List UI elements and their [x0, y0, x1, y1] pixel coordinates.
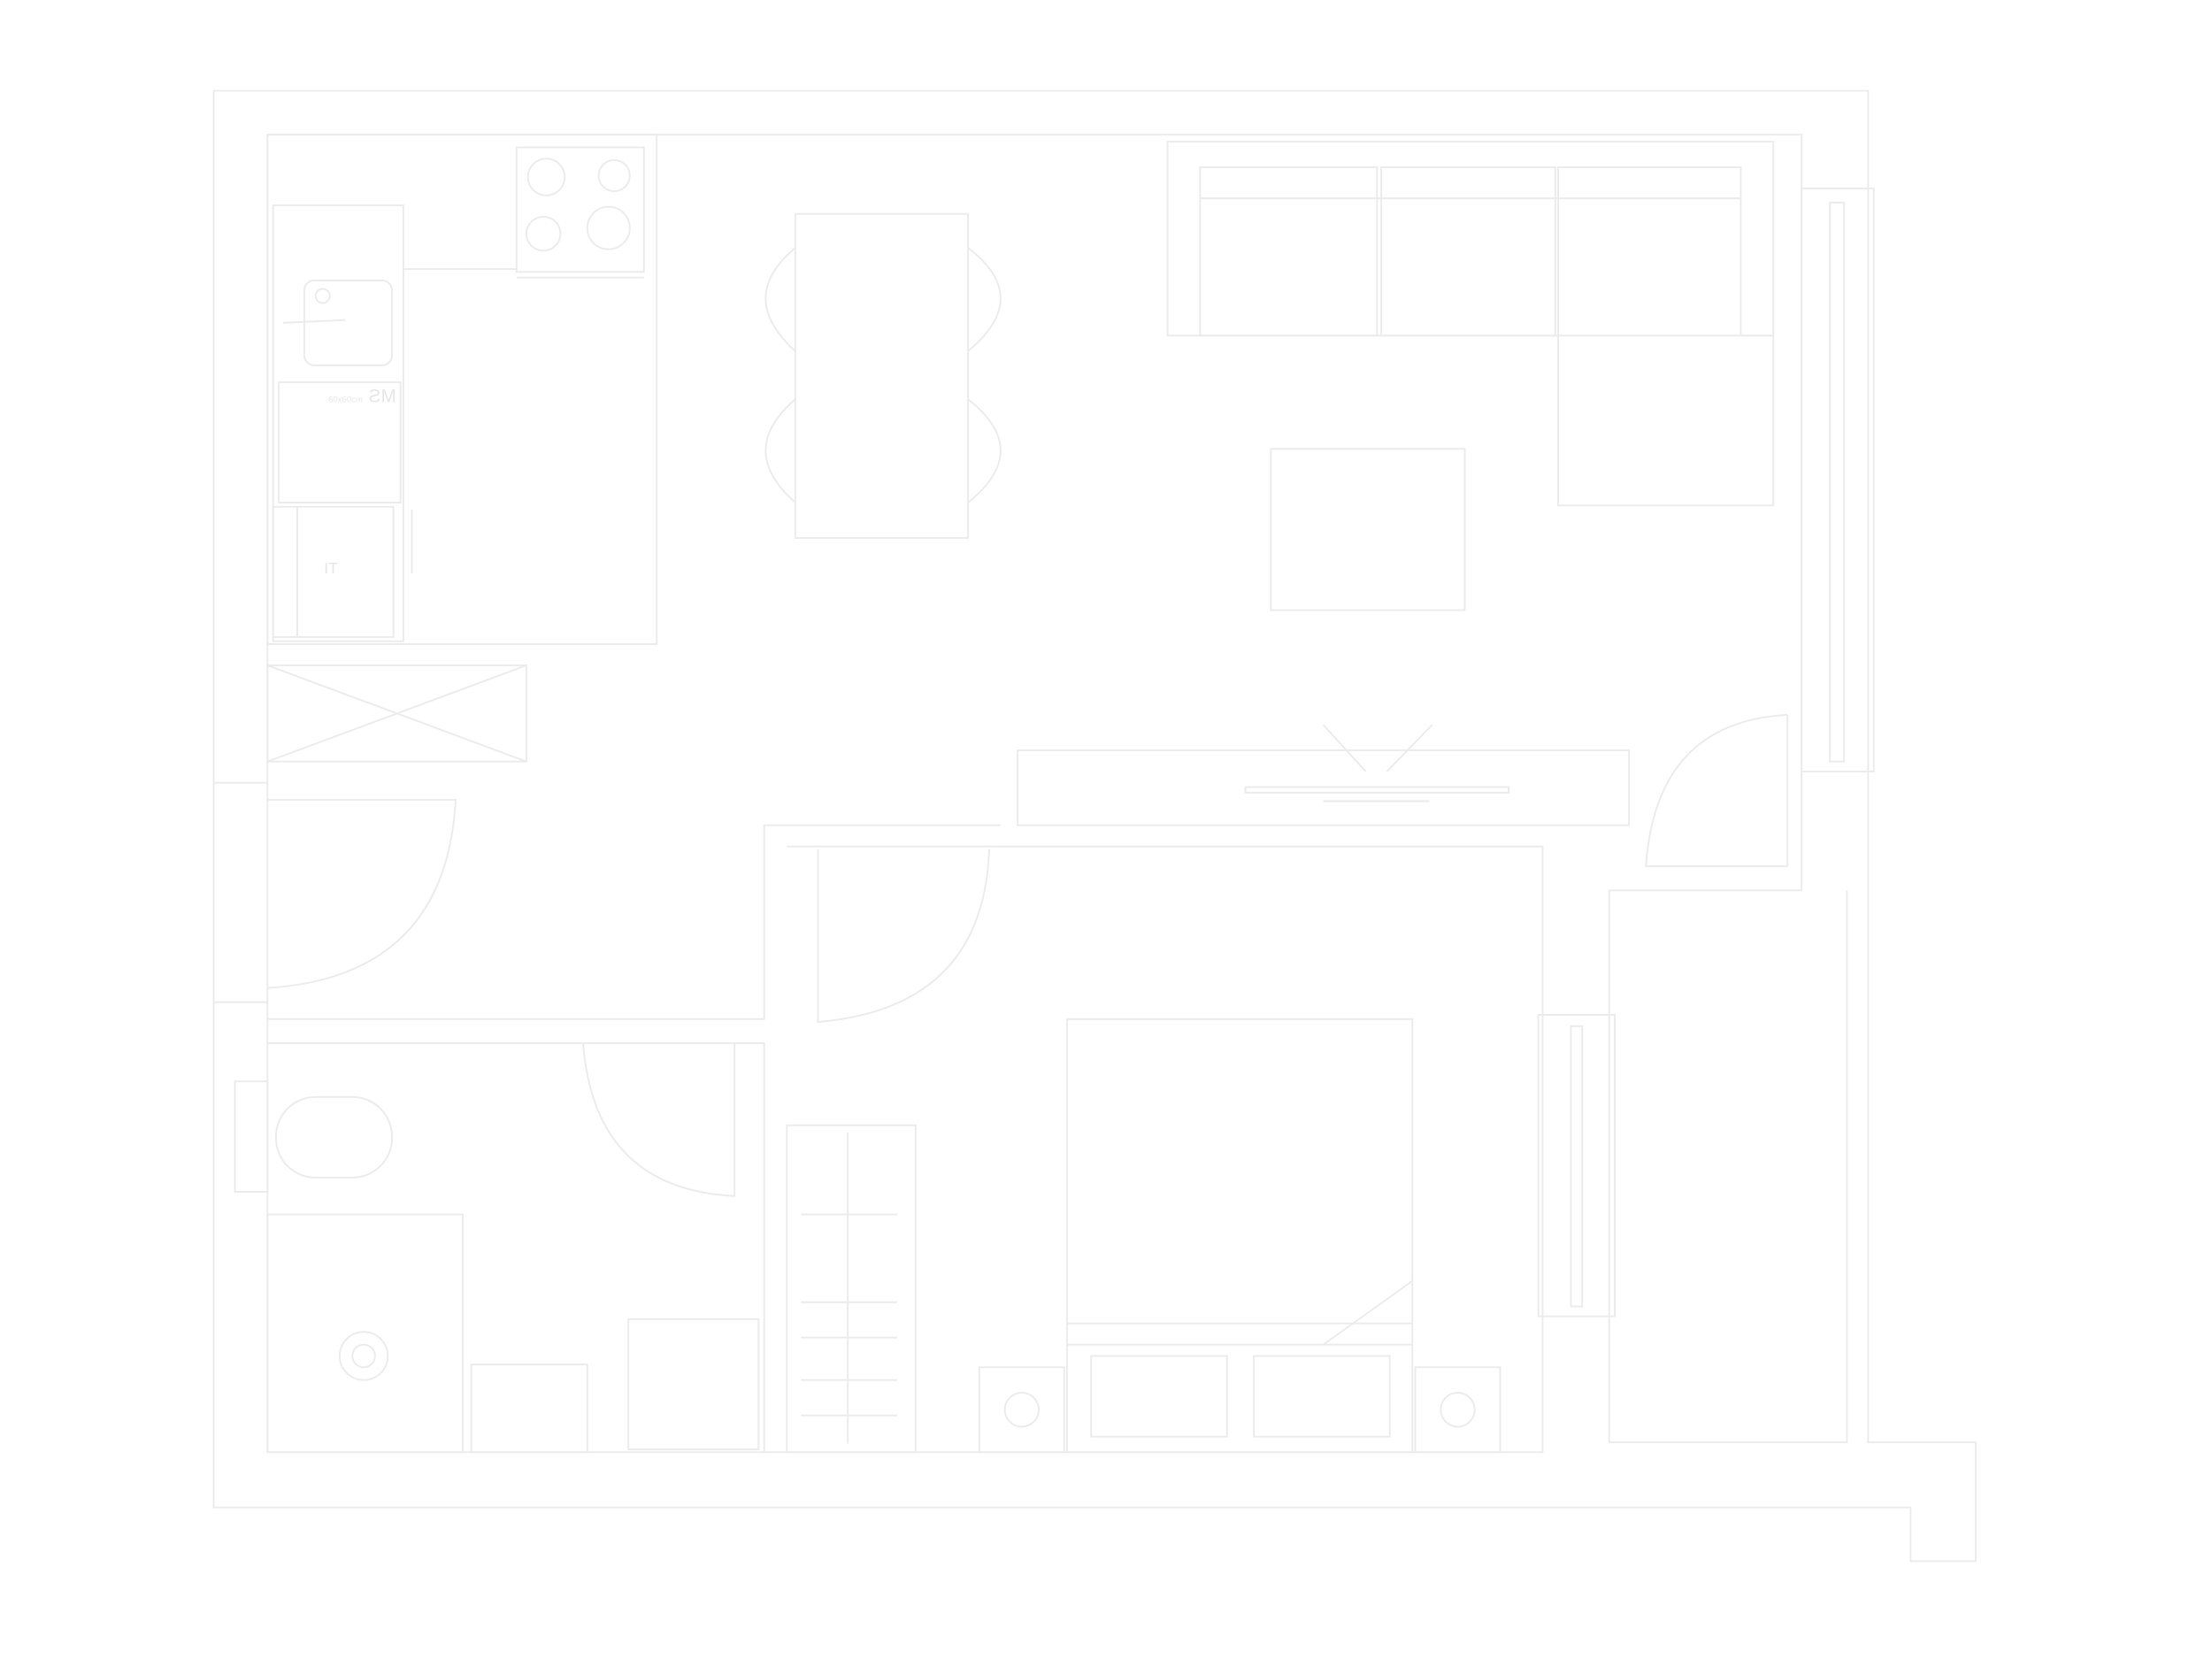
bathroom: [234, 824, 1001, 1454]
closet: [266, 664, 527, 763]
sink: [303, 279, 394, 366]
bedroom: [786, 845, 1616, 1454]
washer-size: 60x60cm: [328, 395, 363, 404]
bedroom-door: [817, 849, 991, 1024]
kitchen: MS 60x60cm IT: [266, 134, 658, 645]
bath-washer: [627, 1317, 760, 1451]
balcony-door: [1645, 713, 1789, 868]
shower: [266, 1213, 464, 1454]
balcony-window: [1801, 187, 1875, 772]
dining-table: [764, 212, 1002, 539]
toilet: [274, 1095, 394, 1179]
tv-unit: [1017, 724, 1630, 826]
cooktop: [515, 146, 645, 273]
coffee-table: [1270, 448, 1466, 611]
fridge: [296, 505, 395, 638]
bed: [1066, 1018, 1414, 1454]
sofa: [1166, 141, 1775, 507]
washer-label: MS: [369, 386, 396, 406]
nightstand-left: [978, 1366, 1065, 1454]
bedroom-window: [1537, 1014, 1616, 1317]
wardrobe: [786, 1124, 917, 1454]
washing-machine: [278, 381, 402, 503]
fridge-label: IT: [324, 559, 338, 577]
bath-sink: [470, 1363, 588, 1454]
nightstand-right: [1414, 1366, 1502, 1454]
entrance-door: [267, 798, 457, 989]
